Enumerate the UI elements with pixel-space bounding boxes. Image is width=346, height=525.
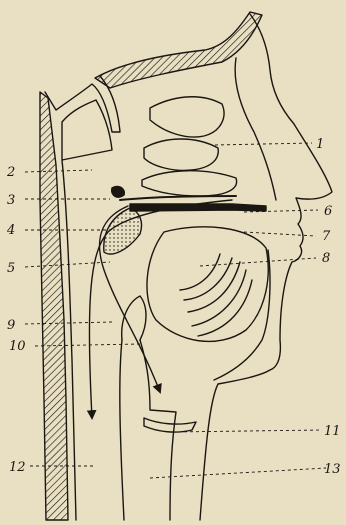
leader-13 xyxy=(150,468,326,478)
callout-6: 6 xyxy=(324,204,332,219)
hard-palate xyxy=(130,204,266,211)
callout-2: 2 xyxy=(6,165,15,180)
callout-3: 3 xyxy=(7,193,15,208)
callout-10: 10 xyxy=(9,339,26,354)
airflow-arrow-upper xyxy=(120,196,236,200)
callout-5: 5 xyxy=(7,261,15,276)
callout-1: 1 xyxy=(316,137,324,152)
callout-7: 7 xyxy=(322,229,331,244)
lower-turbinate xyxy=(142,171,237,196)
vocal-cords xyxy=(144,418,196,432)
tongue xyxy=(147,227,268,342)
sphenoid-sinus xyxy=(62,100,112,160)
callout-4: 4 xyxy=(6,223,15,238)
callout-11: 11 xyxy=(324,424,341,439)
adenoid xyxy=(112,186,125,197)
leader-1 xyxy=(215,143,312,145)
callout-9: 9 xyxy=(7,318,15,333)
leader-9 xyxy=(25,322,112,324)
callout-12: 12 xyxy=(9,460,26,475)
cervical-spine-hatched xyxy=(40,92,68,520)
middle-turbinate xyxy=(144,139,218,170)
upper-turbinate xyxy=(150,97,224,137)
callout-13: 13 xyxy=(324,462,341,477)
callout-8: 8 xyxy=(322,251,330,266)
leader-7 xyxy=(244,232,316,236)
lower-jaw-outline xyxy=(214,250,270,380)
leader-2 xyxy=(25,170,92,172)
face-profile xyxy=(250,14,332,370)
cranial-bone-hatched xyxy=(95,12,262,88)
leader-5 xyxy=(25,262,110,267)
tongue-fibre xyxy=(180,254,220,290)
nasal-cavity-outline xyxy=(235,58,276,200)
leader-11 xyxy=(172,430,322,432)
oesophagus-wall xyxy=(120,340,124,520)
neck-front xyxy=(200,370,270,520)
